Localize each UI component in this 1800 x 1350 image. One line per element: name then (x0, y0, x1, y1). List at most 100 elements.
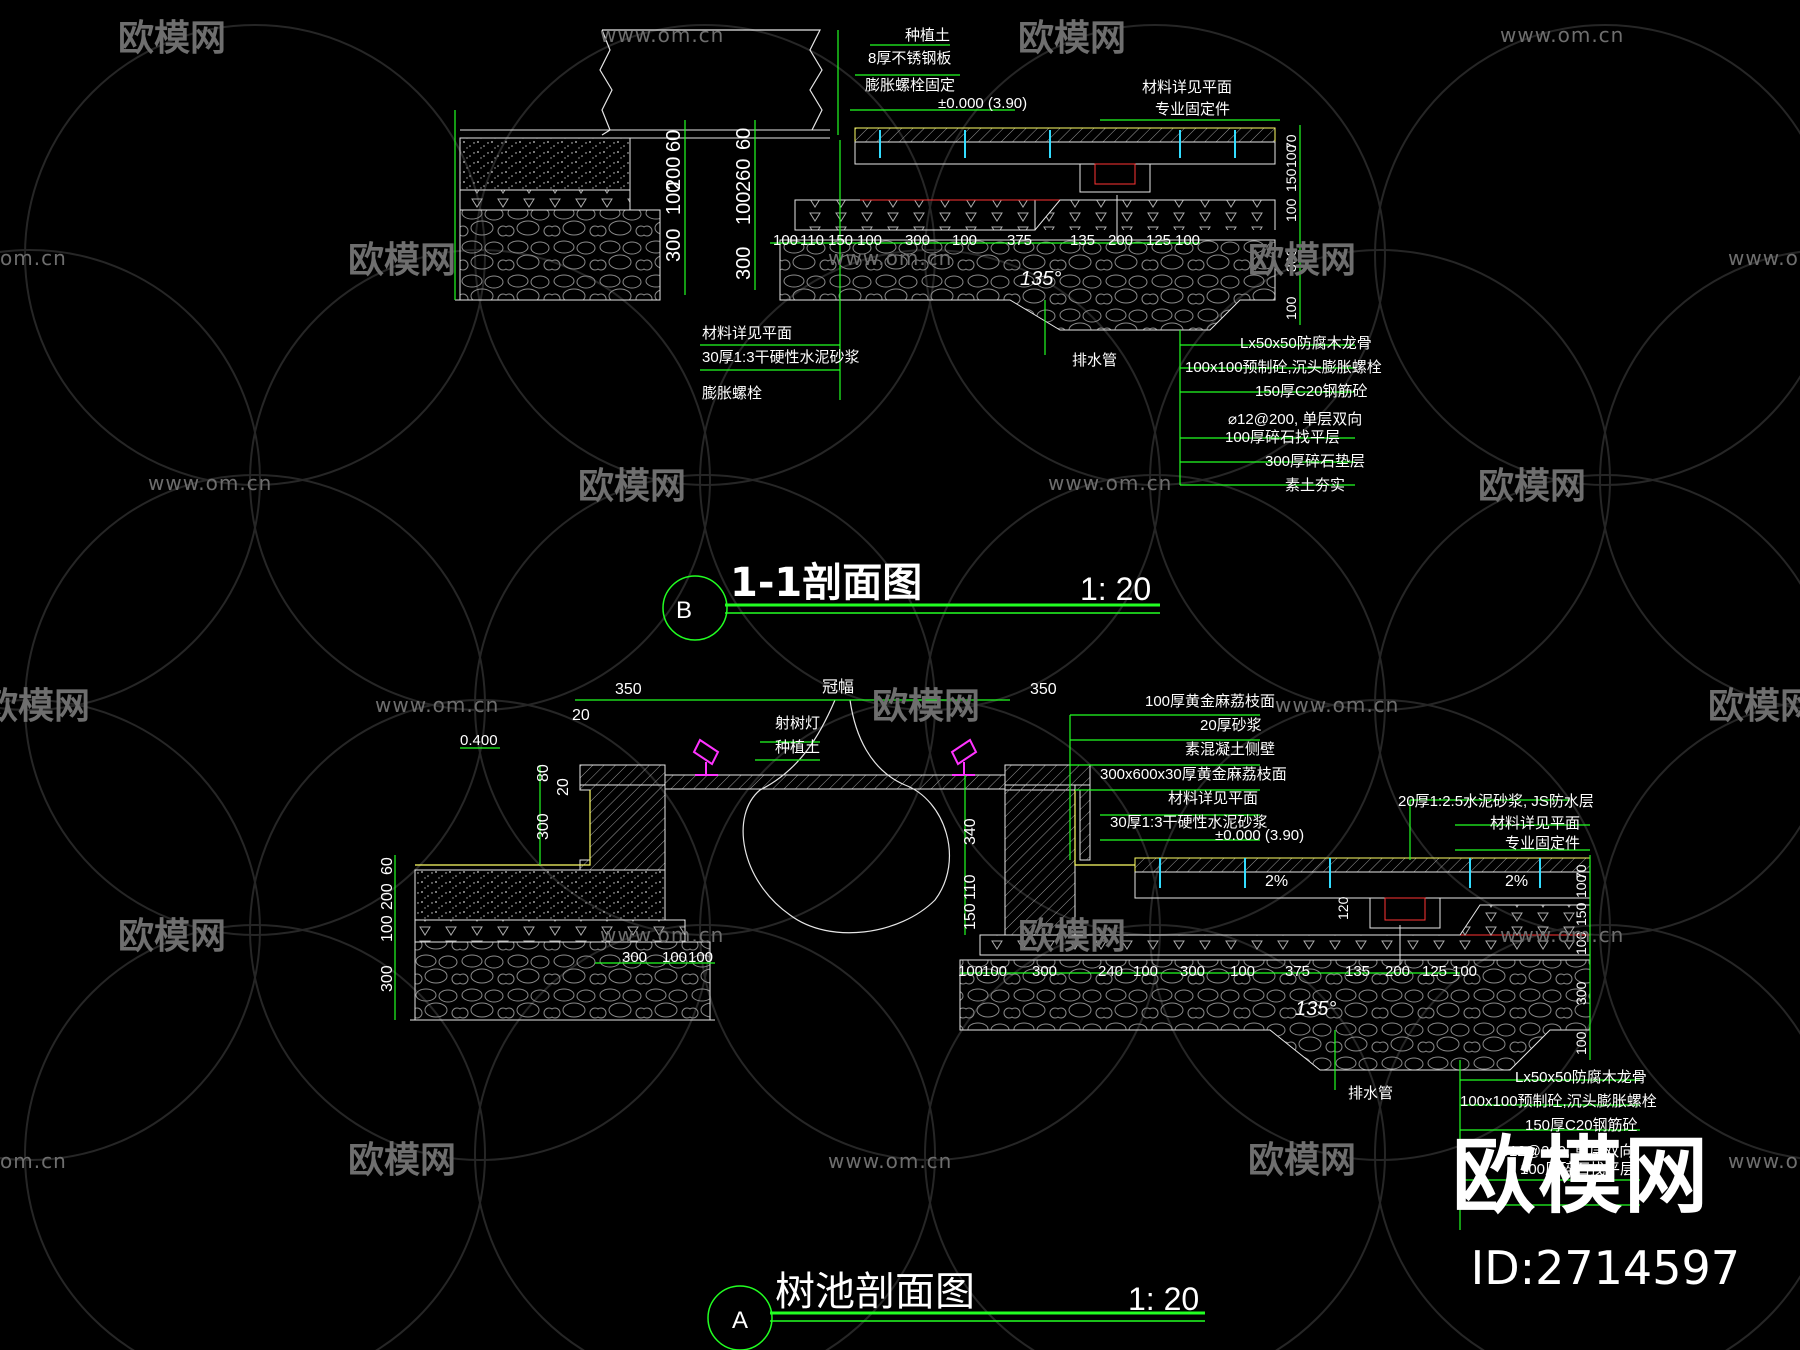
section-tree-pit (394, 699, 1640, 1350)
vdim-b-r5: 100 (1573, 1031, 1589, 1055)
note-top-1: 8厚不锈钢板 (868, 49, 951, 67)
vdim-top-m3: 300 (733, 247, 755, 280)
vdim-b-drain: 120 (1335, 896, 1351, 920)
wm-url: www.om.cn (148, 471, 272, 495)
note-right-5: 300厚碎石垫层 (1265, 453, 1365, 470)
note-bottom-4: 材料详见平面 (1168, 790, 1258, 807)
wm-url: www.om.cn (1275, 693, 1399, 717)
note-bottom-r1: 100x100预制砼,沉头膨胀螺栓 (1460, 1093, 1657, 1110)
note-bottom-r4: 100厚碎石找平层 (1520, 1161, 1635, 1178)
vdim-b-r4: 300 (1573, 981, 1589, 1005)
vdim-b-m2: 150 (962, 903, 979, 930)
vdim-top-l0: 60 (663, 130, 685, 152)
vdim-top-l3: 300 (663, 229, 685, 262)
dim-top-4: 300 (905, 232, 930, 249)
wm-url: www.om.cn (1500, 923, 1624, 947)
note-left-1: 30厚1:3干硬性水泥砂浆 (702, 348, 860, 366)
vdim-top-l2: 100 (663, 182, 685, 215)
elev-left: 0.400 (460, 732, 498, 749)
vdim-b-l0: 60 (379, 857, 396, 875)
note-bottom-0: 100厚黄金麻荔枝面 (1145, 693, 1275, 710)
watermark-circles (0, 24, 1800, 1350)
vdim-b-r0: 70 (1573, 864, 1589, 880)
vdim-top-m0: 60 (733, 128, 755, 150)
section-1-1 (454, 29, 1355, 641)
vdim-top-m1: 260 (733, 159, 755, 192)
section-marker-a: A (732, 1307, 748, 1334)
dim-top-1: 110 (800, 232, 824, 249)
vdim-b-r1: 100 (1573, 874, 1589, 898)
wm-brand: 欧模网 (118, 18, 226, 59)
dim-br-4: 100 (1133, 963, 1158, 980)
note-top-0: 种植土 (905, 27, 950, 44)
dim-top-7: 135 (1070, 232, 1095, 249)
vdim-top-r3: 100 (1283, 198, 1299, 222)
note-left-2: 膨胀螺栓 (702, 385, 762, 402)
section-scale-bottom: 1: 20 (1128, 1281, 1199, 1317)
wm-url: om.cn (0, 246, 67, 270)
dim-bl-2: 100 (688, 949, 713, 966)
wm-brand: 欧模网 (578, 466, 686, 507)
dim-bottom-top-1: 冠幅 (822, 678, 854, 696)
note-left-0: 材料详见平面 (702, 325, 792, 342)
wm-brand: 欧模网 (1018, 18, 1126, 59)
dim-top-5: 100 (952, 232, 977, 249)
note-bottom-r0: Lx50x50防腐木龙骨 (1515, 1068, 1647, 1086)
tree-root-ball (742, 699, 950, 934)
section-title-bottom: 树池剖面图 (775, 1270, 975, 1314)
dim-top-0: 100 (773, 232, 798, 249)
vdim-top-r4: 300 (1283, 248, 1299, 272)
wm-brand: 欧模网 (1708, 686, 1800, 727)
watermark-brand-large: 欧模网 (1451, 1127, 1710, 1225)
vdim-top-r5: 100 (1283, 296, 1299, 320)
drain-label-top: 排水管 (1072, 352, 1117, 369)
wm-url: www.om.cn (1048, 471, 1172, 495)
dim-top-6: 375 (1007, 232, 1032, 249)
wm-brand: 欧模网 (872, 686, 980, 727)
note-right-1: 100x100预制砼,沉头膨胀螺栓 (1185, 359, 1382, 376)
note-bottom-6: ±0.000 (3.90) (1215, 827, 1304, 844)
angle-top: 135° (1020, 268, 1061, 290)
note-top-4: 材料详见平面 (1142, 79, 1232, 96)
vdim-b-r2: 150 (1573, 902, 1589, 926)
dim-br-11: 100 (1452, 963, 1477, 980)
note-bottom2-0: 20厚1:2.5水泥砂浆, JS防水层 (1398, 792, 1594, 810)
wm-url: om.cn (0, 1149, 67, 1173)
note-bottom2-2: 专业固定件 (1505, 835, 1580, 852)
wm-url: www.om.cn (828, 1149, 952, 1173)
vdim-b-w2: 300 (535, 813, 552, 840)
vdim-b-m1: 110 (962, 874, 979, 900)
vdim-b-m0: 340 (962, 818, 979, 845)
note-top-2: 膨胀螺栓固定 (865, 77, 955, 94)
note-top-5: 专业固定件 (1155, 101, 1230, 118)
wm-brand: 欧模网 (0, 686, 90, 727)
wm-url: www.om.cn (1728, 1149, 1800, 1173)
section-marker-b: B (676, 597, 692, 624)
wm-brand: 欧模网 (1248, 240, 1356, 281)
dim-br-8: 135 (1345, 963, 1370, 980)
wm-brand: 欧模网 (1478, 466, 1586, 507)
vdim-b-l3: 300 (379, 965, 396, 992)
section-scale-top: 1: 20 (1080, 571, 1151, 607)
dim-bottom-top-2: 350 (1030, 681, 1057, 698)
section-title-top: 1-1剖面图 (730, 560, 922, 606)
dim-top-8: 200 (1108, 232, 1133, 249)
note-bottom-r3: ⌀12@200, 单层双向 (1500, 1143, 1634, 1160)
wm-url: www.om.cn (600, 923, 724, 947)
dim-top-3: 100 (857, 232, 882, 249)
tree-label-light: 射树灯 (775, 715, 820, 732)
wm-brand: 欧模网 (1018, 916, 1126, 957)
tree-light-icon (692, 738, 978, 776)
wm-url: www.om.cn (600, 23, 724, 47)
slope-left: 2% (1265, 873, 1288, 890)
vdim-b-w0: 80 (535, 764, 552, 782)
note-right-6: 素土夯实 (1285, 477, 1345, 494)
vdim-top-r0: 70 (1283, 134, 1299, 150)
vdim-b-l1: 200 (379, 883, 396, 910)
note-right-4: 100厚碎石找平层 (1225, 429, 1340, 446)
dim-top-9: 125 (1146, 232, 1171, 249)
vdim-b-r3: 100 (1573, 931, 1589, 955)
note-bottom-5: 30厚1:3干硬性水泥砂浆 (1110, 813, 1268, 831)
vdim-top-r1: 100 (1283, 144, 1299, 168)
